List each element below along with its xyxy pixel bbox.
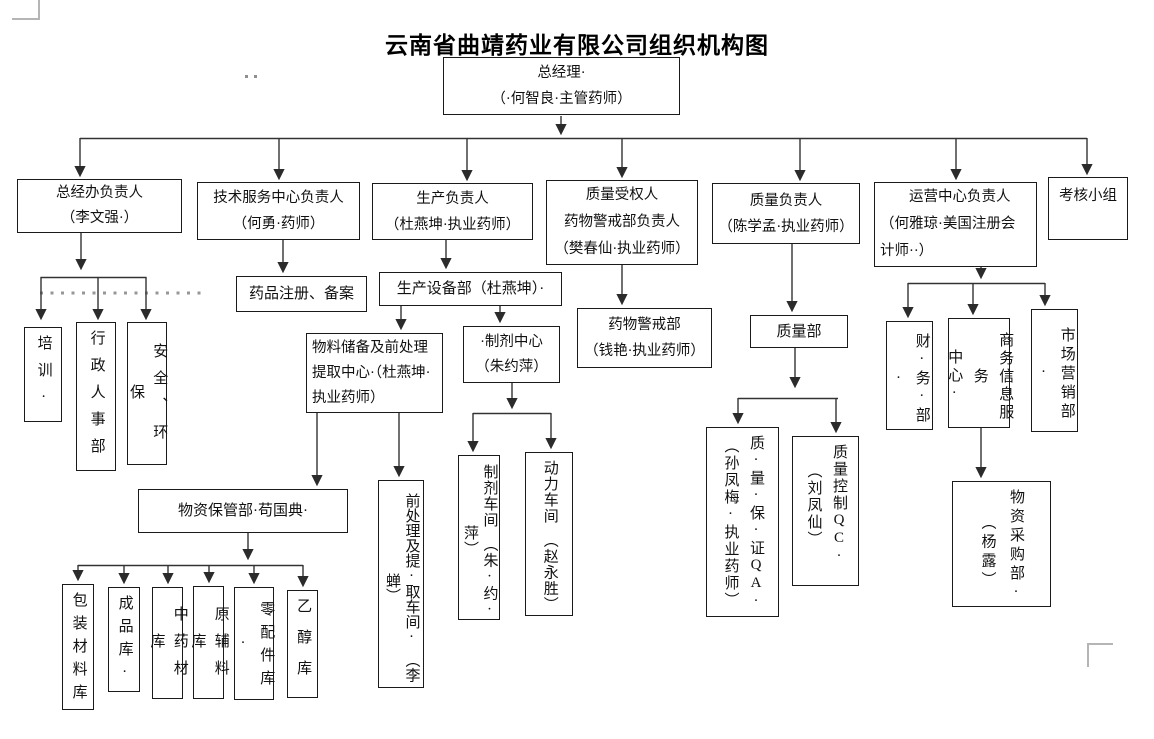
node-finance-label: 财·务·部· [890, 333, 930, 425]
node-pretreatment-extraction-label: 前处理及提·取车间· （李蝉） [384, 492, 420, 683]
node-material-storage-dept: 物资保管部·苟国典· [138, 489, 348, 533]
chart-title: 云南省曲靖药业有限公司组织机构图 [385, 33, 769, 58]
node-warehouse-parts-label: 零配件库· [235, 601, 275, 693]
node-preparation-center: ·制剂中心 （朱约萍） [463, 326, 560, 383]
node-qa-label: 质·量·保·证QA· （孙凤梅·执业药师） [722, 435, 765, 611]
node-gm-office-head: 总经办负责人 （李文强·） [17, 179, 182, 233]
node-warehouse-raw-label: 原辅料库 [189, 605, 229, 687]
node-warehouse-finished-label: 成品库· [116, 595, 133, 688]
node-operations-head: 运营中心负责人 （何雅琼·美国注册会 计师··） [874, 182, 1037, 267]
node-warehouse-ethanol-label: 乙醇库 [295, 598, 312, 691]
node-admin-hr-label: 行政人事部 [88, 330, 105, 465]
node-material-storage-pretreatment-center: 物料储备及前处理 提取中心·（杜燕坤· 执业药师） [306, 333, 443, 413]
node-warehouse-parts: 零配件库· [234, 587, 274, 700]
node-drug-registration: 药品注册、备案 [236, 276, 367, 312]
node-warehouse-raw: 原辅料库 [190, 586, 229, 699]
node-warehouse-ethanol: 乙醇库 [287, 590, 318, 698]
node-qc-label: 质量控制QC· （刘凤仙） [805, 444, 848, 566]
node-purchasing-label: 物资采购部· （杨露） [979, 489, 1025, 604]
node-admin-hr-dept: 行政人事部 [76, 322, 116, 471]
node-warehouse-herbs-label: 中药材库 [148, 606, 188, 687]
node-warehouse-herbs: 中药材库 [149, 587, 188, 699]
node-marketing-label: 市场营销部· [1035, 326, 1075, 422]
node-power-workshop: 动力车间 （赵永胜） [525, 452, 573, 616]
node-material-purchasing-dept: 物资采购部· （杨露） [952, 481, 1051, 607]
node-pretreatment-extraction-workshop: 前处理及提·取车间· （李蝉） [378, 480, 424, 688]
node-quality-control-qc: 质量控制QC· （刘凤仙） [792, 436, 859, 586]
node-power-workshop-label: 动力车间 （赵永胜） [541, 460, 558, 613]
node-quality-authorized-person: 质量受权人 药物警戒部负责人 （樊春仙·执业药师） [546, 180, 698, 265]
node-training-label: 培训· [35, 335, 52, 417]
node-business-info-label: 商务信息服务 中心· [946, 331, 1014, 422]
node-marketing-dept: 市场营销部· [1031, 309, 1078, 432]
node-warehouse-finished: 成品库· [108, 587, 140, 692]
node-production-head: 生产负责人 （杜燕坤·执业药师） [372, 183, 533, 240]
node-preparation-workshop: 制剂车间 （朱·约·萍） [458, 455, 500, 620]
node-assessment-team: 考核小组 [1048, 177, 1128, 240]
node-finance-dept: 财·务·部· [886, 321, 933, 430]
node-preparation-workshop-label: 制剂车间 （朱·约·萍） [462, 463, 498, 619]
page-margin-marks [12, 0, 1113, 667]
node-warehouse-packaging-label: 包装材料库 [70, 592, 87, 707]
node-quality-assurance-qa: 质·量·保·证QA· （孙凤梅·执业药师） [706, 427, 779, 617]
node-business-info-service-center: 商务信息服务 中心· [946, 318, 1013, 428]
node-safety-label: 安全、环保 [128, 343, 168, 451]
node-tech-service-head: 技术服务中心负责人 （何勇·药师） [197, 182, 360, 240]
node-pharmacovigilance-dept: 药物警戒部 （钱艳·执业药师） [577, 308, 712, 368]
node-quality-dept: 质量部 [750, 315, 848, 348]
node-safety-environment: 安全、环保 [127, 322, 167, 465]
node-production-equipment-dept: 生产设备部（杜燕坤）· [379, 272, 562, 306]
node-general-manager: 总经理· （·何智良·主管药师） [443, 57, 680, 115]
node-warehouse-packaging: 包装材料库 [62, 584, 94, 710]
node-quality-head: 质量负责人 （陈学孟·执业药师） [712, 183, 860, 244]
node-training: 培训· [24, 327, 62, 422]
